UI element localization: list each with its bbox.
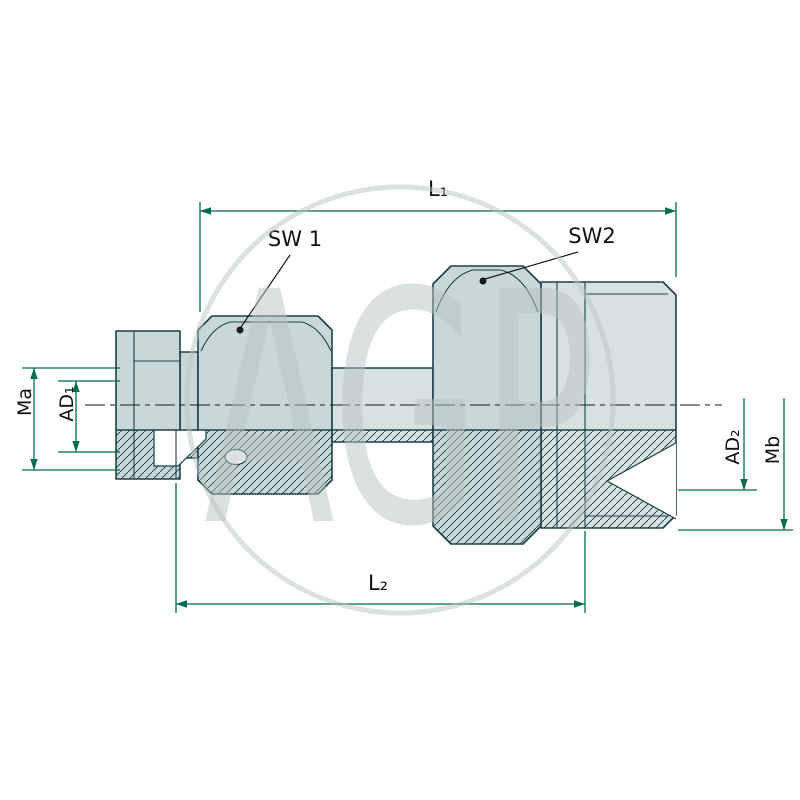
arrowhead xyxy=(176,600,187,608)
label-AD2: AD₂ xyxy=(722,429,744,464)
sw1-chamfer-arc xyxy=(200,321,231,352)
arrowhead xyxy=(72,441,80,452)
dimension-L2: L₂ xyxy=(175,483,586,613)
watermark: AGP xyxy=(184,184,616,616)
leader-line xyxy=(484,251,579,280)
sw2-chamfer-arc xyxy=(500,269,539,313)
label-L2: L₂ xyxy=(368,571,388,595)
hatch-region xyxy=(332,430,433,442)
callout-SW2: SW2 xyxy=(479,224,616,285)
label-AD1: AD₁ xyxy=(56,386,78,421)
arrowhead xyxy=(200,207,211,215)
arrowhead xyxy=(30,459,38,470)
leader-dot xyxy=(236,326,244,334)
arrowhead xyxy=(574,600,585,608)
callout-SW1: SW 1 xyxy=(236,227,322,334)
female-cone-bore xyxy=(605,442,677,520)
dimension-AD2: AD₂ xyxy=(678,398,757,491)
dimension-Mb: Mb xyxy=(678,398,793,531)
sw1-chamfer-arc xyxy=(301,321,332,352)
hatch-region xyxy=(433,430,541,544)
arrowhead xyxy=(72,381,80,392)
label-SW1: SW 1 xyxy=(268,227,322,251)
leader-dot xyxy=(479,277,487,285)
hatch-region xyxy=(198,430,332,494)
leader-line xyxy=(240,254,291,328)
label-Mb: Mb xyxy=(762,436,784,464)
dimension-Ma: Ma xyxy=(14,367,120,471)
dimension-AD1: AD₁ xyxy=(56,380,120,453)
watermark-text: AGP xyxy=(204,225,597,597)
arrowhead xyxy=(780,519,788,530)
label-SW2: SW2 xyxy=(568,224,615,248)
label-Ma: Ma xyxy=(14,388,36,416)
watermark-circle xyxy=(184,184,616,616)
sw2-chamfer-arc xyxy=(435,269,474,313)
cutting-ring-ball xyxy=(224,448,248,466)
arrowhead xyxy=(30,368,38,379)
arrowhead xyxy=(740,479,748,490)
arrowhead xyxy=(665,207,676,215)
hatch-region xyxy=(541,430,676,528)
